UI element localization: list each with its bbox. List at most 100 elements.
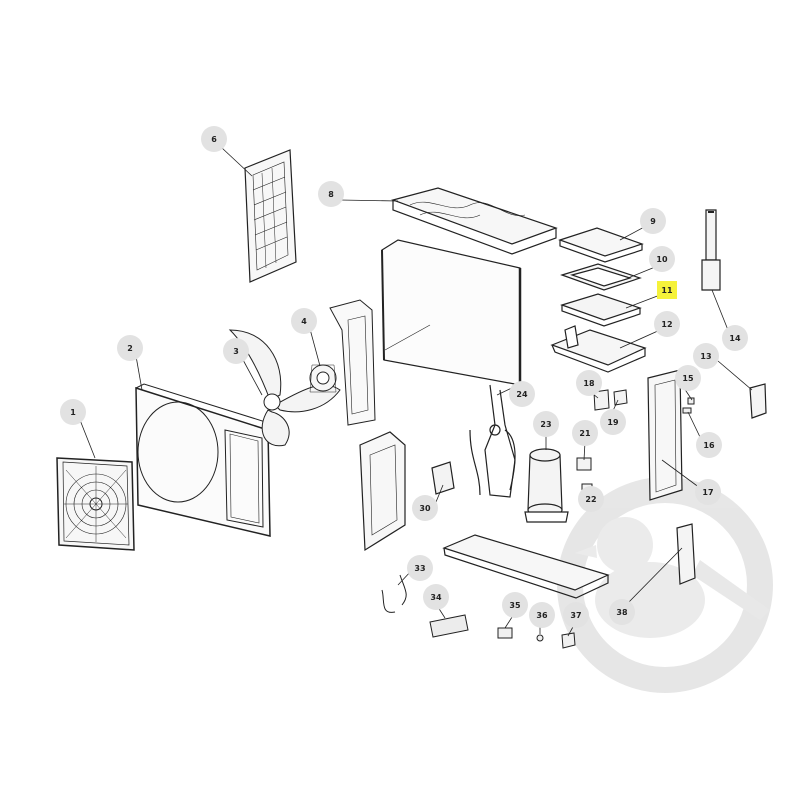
callout-bubble bbox=[572, 420, 598, 446]
callout-bubble bbox=[695, 479, 721, 505]
callout-bubble bbox=[600, 409, 626, 435]
callout-15: 15 bbox=[675, 365, 701, 391]
part-fan-motor bbox=[309, 364, 337, 393]
callout-1: 1 bbox=[60, 399, 86, 425]
callout-6: 6 bbox=[201, 126, 227, 152]
part-compressor bbox=[524, 448, 569, 523]
callout-number: 23 bbox=[540, 420, 551, 429]
callout-bubble bbox=[640, 208, 666, 234]
callout-35: 35 bbox=[502, 592, 528, 618]
part-pcb-frame bbox=[560, 263, 642, 291]
part-rubber-pads bbox=[429, 614, 469, 638]
callout-number: 19 bbox=[607, 418, 619, 427]
part-small-fitting-16 bbox=[682, 407, 692, 414]
callout-bubble bbox=[675, 365, 701, 391]
callout-bubble bbox=[407, 555, 433, 581]
callout-number: 10 bbox=[656, 255, 668, 264]
part-side-handle bbox=[749, 383, 767, 419]
callout-number: 2 bbox=[127, 344, 133, 353]
part-service-valve bbox=[701, 209, 721, 291]
part-terminal-35 bbox=[497, 627, 513, 639]
callout-number: 21 bbox=[579, 429, 591, 438]
part-valve-cover bbox=[676, 523, 696, 585]
callout-number: 3 bbox=[233, 347, 239, 356]
callout-number: 13 bbox=[700, 352, 711, 361]
callout-bubble bbox=[654, 311, 680, 337]
callout-bubble bbox=[576, 370, 602, 396]
part-sensor-18 bbox=[593, 389, 610, 411]
callout-number: 30 bbox=[419, 504, 431, 513]
callout-16: 16 bbox=[696, 432, 722, 458]
callout-bubble bbox=[533, 411, 559, 437]
callout-number: 14 bbox=[729, 334, 741, 343]
callout-bubble bbox=[529, 602, 555, 628]
callout-22: 22 bbox=[578, 486, 604, 512]
callout-30: 30 bbox=[412, 495, 438, 521]
callout-8: 8 bbox=[318, 181, 344, 207]
callout-bubble bbox=[609, 599, 635, 625]
part-base-pan bbox=[442, 534, 610, 599]
callout-bubble bbox=[657, 281, 677, 299]
callout-3: 3 bbox=[223, 338, 249, 364]
part-reactor bbox=[431, 461, 455, 495]
callout-bubble bbox=[693, 343, 719, 369]
callout-number: 35 bbox=[509, 601, 521, 610]
callout-bubble bbox=[318, 181, 344, 207]
part-top-cover bbox=[391, 187, 558, 255]
callout-bubble bbox=[722, 325, 748, 351]
part-main-pcb bbox=[560, 293, 642, 327]
callout-bubble bbox=[696, 432, 722, 458]
part-partition-plate bbox=[359, 431, 406, 552]
part-condenser-coil bbox=[381, 239, 522, 386]
callout-23: 23 bbox=[533, 411, 559, 437]
callout-number: 15 bbox=[682, 374, 694, 383]
callout-37: 37 bbox=[563, 602, 589, 628]
part-fan-blade bbox=[228, 329, 341, 447]
part-rear-grille bbox=[244, 149, 297, 283]
callout-38: 38 bbox=[609, 599, 635, 625]
part-front-grille bbox=[56, 457, 135, 551]
callout-number: 12 bbox=[661, 320, 672, 329]
callout-36: 36 bbox=[529, 602, 555, 628]
callout-bubble bbox=[117, 335, 143, 361]
callout-number: 16 bbox=[703, 441, 715, 450]
callout-number: 18 bbox=[583, 379, 595, 388]
callout-14: 14 bbox=[722, 325, 748, 351]
callout-number: 34 bbox=[430, 593, 442, 602]
callout-number: 1 bbox=[70, 408, 76, 417]
callout-bubble bbox=[509, 381, 535, 407]
callout-9: 9 bbox=[640, 208, 666, 234]
part-wire-harness bbox=[381, 574, 407, 613]
callout-33: 33 bbox=[407, 555, 433, 581]
callout-number: 38 bbox=[616, 608, 628, 617]
callout-bubble bbox=[649, 246, 675, 272]
part-electrical-box bbox=[550, 325, 647, 373]
callout-bubble bbox=[423, 584, 449, 610]
callout-24: 24 bbox=[509, 381, 535, 407]
callout-bubble bbox=[201, 126, 227, 152]
callout-number: 17 bbox=[702, 488, 713, 497]
callout-12: 12 bbox=[654, 311, 680, 337]
watermark-logo bbox=[557, 477, 773, 693]
callout-10: 10 bbox=[649, 246, 675, 272]
part-side-panel bbox=[647, 369, 683, 501]
callout-34: 34 bbox=[423, 584, 449, 610]
callout-18: 18 bbox=[576, 370, 602, 396]
callout-number: 36 bbox=[536, 611, 548, 620]
callout-number: 9 bbox=[650, 217, 656, 226]
callout-number: 33 bbox=[414, 564, 425, 573]
callout-number: 4 bbox=[301, 317, 307, 326]
callout-13: 13 bbox=[693, 343, 719, 369]
part-sensor-19 bbox=[613, 389, 628, 406]
callout-number: 24 bbox=[516, 390, 528, 399]
callout-number: 6 bbox=[211, 135, 217, 144]
callout-bubble bbox=[223, 338, 249, 364]
callout-11: 11 bbox=[657, 281, 677, 299]
callout-number: 8 bbox=[328, 190, 334, 199]
part-pipe-assembly bbox=[469, 384, 516, 498]
callout-bubble bbox=[502, 592, 528, 618]
callout-bubble bbox=[578, 486, 604, 512]
